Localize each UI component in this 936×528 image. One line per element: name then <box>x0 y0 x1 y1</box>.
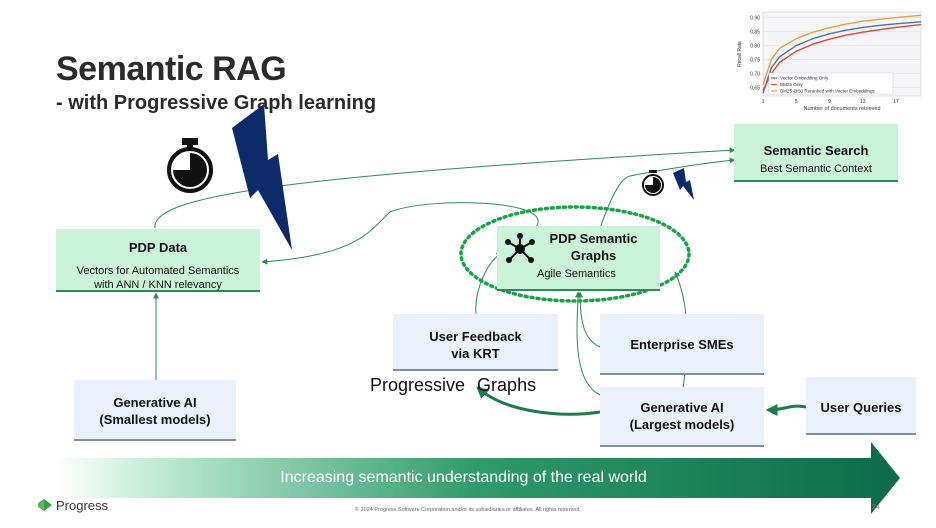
progressive-word: Progressive <box>370 375 466 395</box>
genai-small-line1: Generative AI <box>113 395 197 410</box>
connector-queries-to-genai <box>765 403 807 416</box>
pdp-data-line1: Vectors for Automated Semantics <box>76 265 240 277</box>
semantic-search-box: Semantic Search Best Semantic Context <box>734 124 898 182</box>
pdp-data-title: PDP Data <box>128 240 188 255</box>
legend-entry: BM25 @50 Reranked with Vector Embeddings <box>780 89 876 94</box>
enterprise-smes-label: Enterprise SMEs <box>630 337 734 352</box>
enterprise-smes-box: Enterprise SMEs <box>600 314 764 375</box>
series-line-2 <box>762 14 922 86</box>
graphs-title-line1: PDP Semantic <box>549 231 638 246</box>
x-tick-label: 17 <box>893 99 899 105</box>
slide-subtitle: - with Progressive Graph learning <box>56 92 377 114</box>
slide-title: Semantic RAG <box>56 50 287 88</box>
progress-logo: Progress <box>56 498 108 513</box>
x-tick-label: 1 <box>762 99 765 105</box>
x-tick-label: 9 <box>828 99 831 105</box>
y-axis-label: Recall Rate <box>737 41 743 67</box>
lightning-icon-small <box>673 168 694 200</box>
user-feedback-box: User Feedback via KRT <box>393 314 558 371</box>
graph-network-icon <box>505 233 535 263</box>
graphs-title-line2: Graphs <box>570 248 617 263</box>
legend-entry: Vector Embedding Only <box>780 76 829 81</box>
pdp-semantic-graphs-box: PDP Semantic Graphs Agile Semantics <box>497 226 660 291</box>
graphs-word: Graphs <box>477 375 537 395</box>
pdp-data-line2: with ANN / KNN relevancy <box>94 279 222 291</box>
semantic-search-sub: Best Semantic Context <box>760 163 872 175</box>
y-tick-label: 0.70 <box>750 72 760 78</box>
pdp-data-box: PDP Data Vectors for Automated Semantics… <box>56 229 260 292</box>
lightning-icon <box>232 104 292 250</box>
generative-ai-small-box: Generative AI (Smallest models) <box>74 380 236 441</box>
series-line-1 <box>762 23 922 91</box>
logo-text: Progress <box>56 498 109 513</box>
legend-entry: BM25 Only <box>780 82 803 87</box>
progress-logo-icon <box>38 499 52 511</box>
x-tick-label: 13 <box>860 99 866 105</box>
user-queries-box: User Queries <box>806 377 916 435</box>
y-tick-label: 0.75 <box>750 58 760 64</box>
user-feedback-line2: via KRT <box>451 346 500 361</box>
page-number: 24 <box>872 504 880 511</box>
x-axis-label: Number of documents retrieved <box>803 106 880 112</box>
chart-legend <box>768 72 894 95</box>
genai-small-line2: (Smallest models) <box>99 412 211 427</box>
connector-graphs-to-search <box>599 157 736 229</box>
copyright-text: © 2024 Progress Software Corporation and… <box>355 507 581 513</box>
user-feedback-line1: User Feedback <box>429 329 522 344</box>
y-tick-label: 0.85 <box>750 30 760 36</box>
series-line-0 <box>762 21 922 94</box>
genai-large-line1: Generative AI <box>640 400 724 415</box>
connector-genai-large-to-graphs <box>574 291 601 396</box>
stopwatch-icon-small <box>642 170 664 196</box>
graphs-dotted-ellipse <box>459 205 691 303</box>
semantic-search-title: Semantic Search <box>763 143 869 158</box>
y-tick-label: 0.80 <box>750 44 760 50</box>
graphs-sub: Agile Semantics <box>537 268 616 280</box>
user-queries-label: User Queries <box>820 400 902 415</box>
progressive-graphs-label: Progressive Graphs <box>370 375 548 396</box>
y-tick-label: 0.90 <box>750 16 760 22</box>
banner-arrow <box>56 442 900 514</box>
banner-text: Increasing semantic understanding of the… <box>280 469 647 486</box>
y-tick-label: 0.65 <box>750 86 760 92</box>
connector-graphs-to-pdp <box>261 202 539 265</box>
x-tick-label: 5 <box>795 99 798 105</box>
genai-large-line2: (Largest models) <box>629 417 735 432</box>
generative-ai-large-box: Generative AI (Largest models) <box>600 387 764 447</box>
connector-genai-to-progressive <box>476 386 601 416</box>
stopwatch-icon <box>167 138 213 193</box>
